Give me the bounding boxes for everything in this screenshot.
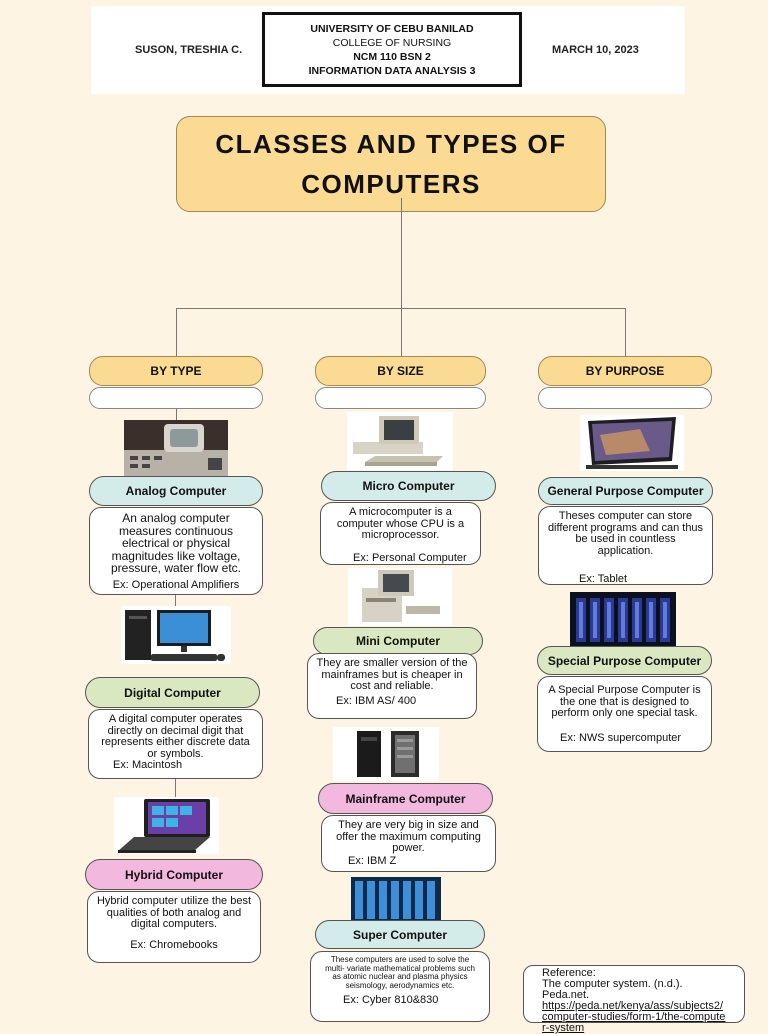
hybrid-computer-example: Ex: Chromebooks <box>130 938 218 951</box>
analog-computer-desc-box: An analog computer measures continuous e… <box>89 507 263 595</box>
analog-computer-image <box>124 420 228 476</box>
course-code: NCM 110 BSN 2 <box>353 50 431 63</box>
analog-computer-desc: An analog computer measures continuous e… <box>110 511 242 575</box>
mini-computer-label: Mini Computer <box>313 627 483 655</box>
category-by-size: BY SIZE <box>315 356 486 386</box>
connector-line <box>401 308 402 356</box>
hybrid-computer-label: Hybrid Computer <box>85 859 263 890</box>
hybrid-computer-desc-box: Hybrid computer utilize the best qualiti… <box>87 891 261 963</box>
micro-computer-image <box>347 412 453 470</box>
mainframe-computer-desc: They are very big in size and offer the … <box>336 819 481 854</box>
college-name: COLLEGE OF NURSING <box>332 36 452 49</box>
reference-citation: The computer system. (n.d.). Peda.net. <box>542 978 683 1001</box>
general-purpose-computer-desc: Theses computer can store different prog… <box>547 510 704 557</box>
connector-line <box>176 308 177 356</box>
category-by-purpose: BY PURPOSE <box>538 356 712 386</box>
analog-computer-example: Ex: Operational Amplifiers <box>112 578 240 591</box>
micro-computer-desc-box: A microcomputer is a computer whose CPU … <box>320 502 481 565</box>
mini-computer-image <box>348 568 452 626</box>
mainframe-computer-label: Mainframe Computer <box>318 783 493 814</box>
micro-computer-desc: A microcomputer is a computer whose CPU … <box>336 506 465 541</box>
university-name: UNIVERSITY OF CEBU BANILAD <box>310 22 474 35</box>
reference-heading: Reference: <box>542 967 596 979</box>
connector-line <box>175 595 176 607</box>
digital-computer-desc-box: A digital computer operates directly on … <box>88 709 263 779</box>
connector-line <box>625 308 626 356</box>
student-name: SUSON, TRESHIA C. <box>135 44 243 56</box>
mainframe-image <box>333 727 439 781</box>
special-purpose-computer-desc-box: A Special Purpose Computer is the one th… <box>537 676 712 752</box>
connector-line <box>176 408 177 422</box>
special-purpose-computer-label: Special Purpose Computer <box>537 646 712 675</box>
category-by-size-sub <box>315 387 486 409</box>
hybrid-computer-desc: Hybrid computer utilize the best qualiti… <box>96 895 252 930</box>
page-title: CLASSES AND TYPES OF COMPUTERS <box>176 116 606 212</box>
mini-computer-desc: They are smaller version of the mainfram… <box>316 657 468 692</box>
super-computer-desc: These computers are used to solve the mu… <box>325 955 475 990</box>
subject-name: INFORMATION DATA ANALYSIS 3 <box>308 64 476 77</box>
micro-computer-example: Ex: Personal Computer <box>353 551 467 564</box>
general-purpose-computer-example: Ex: Tablet <box>579 573 628 585</box>
mini-computer-desc-box: They are smaller version of the mainfram… <box>307 653 477 719</box>
super-computer-label: Super Computer <box>315 920 485 949</box>
special-purpose-computer-example: Ex: NWS supercomputer <box>560 731 682 744</box>
reference-link[interactable]: https://peda.net/kenya/ass/subjects2/com… <box>542 1000 726 1034</box>
general-purpose-computer-label: General Purpose Computer <box>538 477 713 505</box>
digital-computer-desc: A digital computer operates directly on … <box>101 713 250 760</box>
category-by-type-sub <box>89 387 263 409</box>
analog-computer-label: Analog Computer <box>89 476 263 506</box>
category-by-type: BY TYPE <box>89 356 263 386</box>
digital-computer-image <box>121 606 231 664</box>
general-purpose-computer-desc-box: Theses computer can store different prog… <box>538 506 713 585</box>
category-by-purpose-sub <box>538 387 712 409</box>
mainframe-computer-desc-box: They are very big in size and offer the … <box>321 815 496 872</box>
digital-computer-label: Digital Computer <box>85 677 260 708</box>
mini-computer-example: Ex: IBM AS/ 400 <box>336 694 417 707</box>
digital-computer-example: Ex: Macintosh <box>113 759 183 771</box>
special-purpose-computer-desc: A Special Purpose Computer is the one th… <box>548 684 701 719</box>
supercomputer-image <box>351 877 441 923</box>
mainframe-computer-example: Ex: IBM Z <box>348 854 397 867</box>
special-purpose-image <box>570 592 676 646</box>
reference-box: Reference: The computer system. (n.d.). … <box>523 965 745 1034</box>
header-info-box: UNIVERSITY OF CEBU BANILAD COLLEGE OF NU… <box>262 12 522 87</box>
super-computer-example: Ex: Cyber 810&830 <box>343 994 439 1006</box>
hybrid-computer-image <box>114 797 219 854</box>
micro-computer-label: Micro Computer <box>321 471 496 501</box>
connector-line <box>401 198 402 308</box>
tablet-image <box>580 415 684 471</box>
connector-line <box>175 779 176 797</box>
date: MARCH 10, 2023 <box>552 44 639 56</box>
super-computer-desc-box: These computers are used to solve the mu… <box>310 951 490 1022</box>
